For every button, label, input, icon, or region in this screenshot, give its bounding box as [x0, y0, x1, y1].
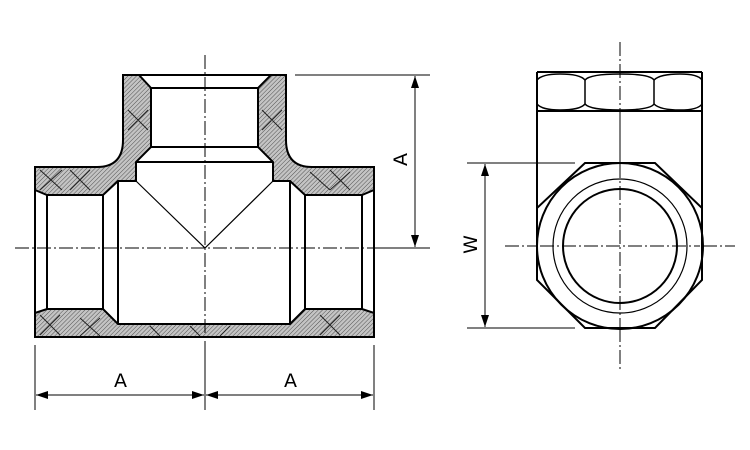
outer-circle — [536, 162, 704, 330]
dim-label-W: W — [459, 235, 482, 254]
hex-flats-top — [536, 73, 703, 111]
dim-label-branch-A: A — [390, 153, 412, 166]
end-view — [536, 71, 704, 330]
dim-label-left-A: A — [114, 370, 127, 392]
dimension-lines — [34, 74, 575, 410]
dim-label-right-A: A — [284, 370, 297, 392]
hatch-cross-marks — [39, 109, 351, 337]
